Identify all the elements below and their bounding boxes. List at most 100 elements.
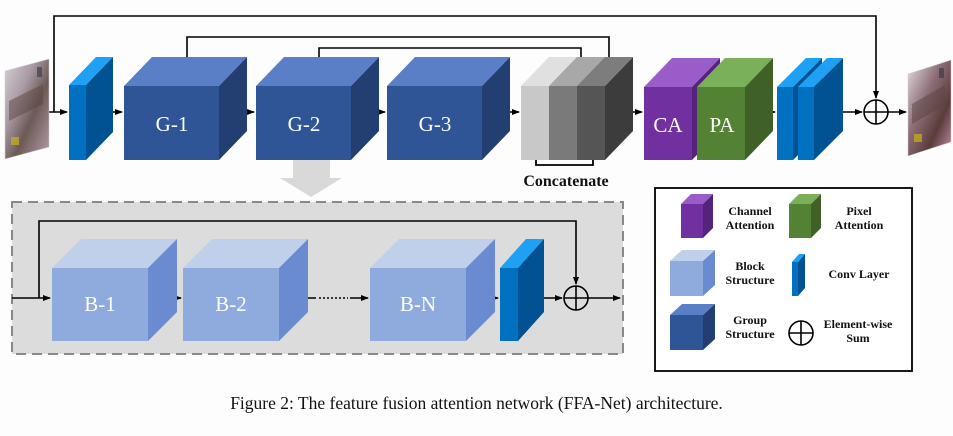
block-3-top <box>370 239 495 268</box>
conv-layer-in-side <box>86 57 113 160</box>
legend-icon-pixel-attention-top <box>789 194 821 204</box>
block-1-front <box>52 268 148 341</box>
conv-layer-in <box>69 57 113 160</box>
concat-slice-top-3 <box>577 57 633 86</box>
block-label-1: B-1 <box>84 292 116 316</box>
block-2-side <box>279 239 308 341</box>
legend-label-block-structure-1: Block <box>735 259 765 273</box>
concat-slice-top-2 <box>549 57 605 86</box>
group-block-1-top <box>124 57 247 86</box>
block-3 <box>370 239 495 341</box>
legend-icon-conv-layer-front <box>792 262 798 296</box>
legend-icon-group-structure-front <box>670 315 703 350</box>
legend-icon-element-wise-sum <box>788 320 814 346</box>
concat-bracket <box>535 160 594 166</box>
legend-label-group-structure-2: Structure <box>725 327 775 341</box>
ca-label: CA <box>653 113 683 137</box>
concat-label: Concatenate <box>523 173 608 190</box>
block-label-2: B-2 <box>215 292 247 316</box>
legend-label-element-wise-sum-2: Sum <box>846 331 869 345</box>
pixel-attention-block-front <box>697 87 745 160</box>
output-dehazed-image <box>907 59 952 157</box>
conv-layer-out-2-front <box>798 87 814 160</box>
shapes <box>4 57 952 341</box>
legend-icon-conv-layer <box>792 254 805 296</box>
block-3-front <box>370 268 466 341</box>
pixel-attention-block <box>697 58 773 160</box>
conv-layer-group-side <box>518 239 544 341</box>
legend-icon-pixel-attention-side <box>811 194 821 238</box>
group-label-2: G-2 <box>288 112 321 136</box>
legend-icon-channel-attention-top <box>681 194 713 204</box>
block-1-side <box>148 239 177 341</box>
element-wise-sum-main <box>863 99 889 125</box>
block-1-top <box>52 239 177 268</box>
skip-g1-concat <box>186 36 612 68</box>
group-block-1-side <box>219 57 247 160</box>
legend-icon-group-structure-side <box>703 304 715 350</box>
group-block-1 <box>124 57 247 160</box>
group-block-2 <box>256 57 379 160</box>
local-skip-connection <box>38 220 579 298</box>
concat-block-side <box>605 57 633 160</box>
group-block-2-front <box>256 86 351 160</box>
conv-layer-in-front <box>69 85 86 160</box>
group-block-1-front <box>124 86 219 160</box>
block-2-top <box>183 239 308 268</box>
conv-layer-in-top <box>69 57 113 85</box>
block-3-side <box>466 239 495 341</box>
global-skip-connection <box>53 15 879 112</box>
legend-label-pixel-attention-1: Pixel <box>846 204 872 218</box>
group-block-3-side <box>482 57 510 160</box>
legend-icon-block-structure <box>670 250 715 296</box>
legend-icon-channel-attention-front <box>681 204 703 238</box>
conv-layer-out-1-top <box>777 58 822 87</box>
concat-slice-2 <box>549 86 577 160</box>
pixel-attention-block-side <box>745 58 773 160</box>
legend-label-group-structure-1: Group <box>733 313 767 327</box>
channel-attention-block-front <box>644 87 692 160</box>
legend-label-channel-attention-1: Channel <box>728 204 772 218</box>
legend-icon-group-structure-top <box>670 304 715 315</box>
legend-icon-conv-layer-side <box>798 254 805 296</box>
group-block-3 <box>387 57 510 160</box>
legend-icon-pixel-attention-front <box>789 204 811 238</box>
group-block-2-side <box>351 57 379 160</box>
legend-icon-block-structure-front <box>670 261 703 296</box>
group-block-3-front <box>387 86 482 160</box>
pixel-attention-block-top <box>697 58 773 87</box>
group-label-3: G-3 <box>419 112 452 136</box>
group-label-1: G-1 <box>156 112 189 136</box>
legend-item-conv-layer: Conv Layer <box>792 254 890 296</box>
legend-icon-block-structure-top <box>670 250 715 261</box>
conv-layer-group-front <box>500 268 518 341</box>
conv-layer-out-2-side <box>814 58 843 160</box>
legend-label-block-structure-2: Structure <box>725 273 775 287</box>
block-1 <box>52 239 177 341</box>
pa-label: PA <box>710 113 736 137</box>
legend-icon-block-structure-side <box>703 250 715 296</box>
legend-label-element-wise-sum-1: Element-wise <box>824 317 893 331</box>
input-hazy-image <box>4 58 50 160</box>
legend-label-channel-attention-2: Attention <box>726 218 775 232</box>
element-wise-sum-group <box>563 285 589 311</box>
legend-icon-channel-attention <box>681 194 713 238</box>
block-2 <box>183 239 308 341</box>
figure-caption: Figure 2: The feature fusion attention n… <box>230 393 723 413</box>
expand-arrow <box>280 160 342 197</box>
group-block-3-top <box>387 57 510 86</box>
channel-attention-block-top <box>644 58 720 87</box>
legend-icon-channel-attention-side <box>703 194 713 238</box>
conv-layer-group <box>500 239 544 341</box>
block-label-3: B-N <box>400 292 436 316</box>
conv-layer-out-1-front <box>777 87 793 160</box>
conv-layer-out-2 <box>798 58 843 160</box>
legend-label-pixel-attention-2: Attention <box>835 218 884 232</box>
